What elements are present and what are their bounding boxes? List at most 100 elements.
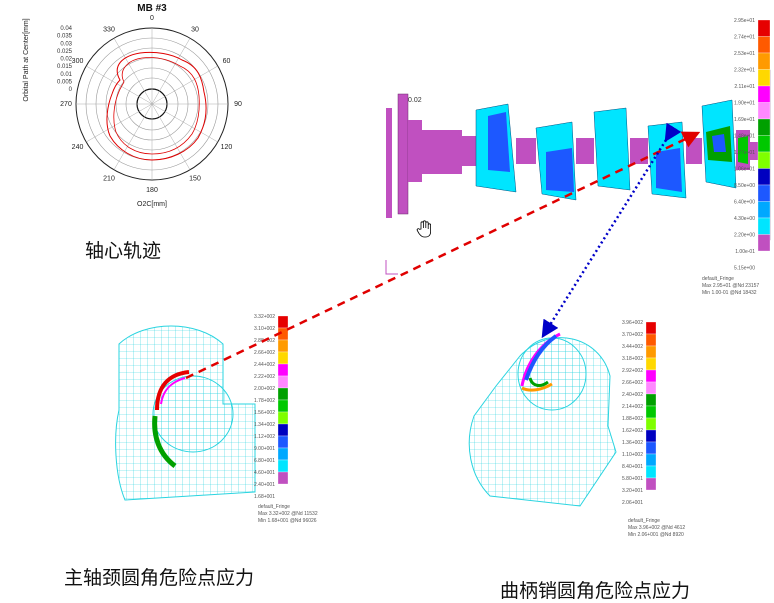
polar-angle-label: 30 bbox=[191, 27, 199, 34]
polar-angle-label: 300 bbox=[72, 58, 84, 65]
legend-value: 1.12+002 bbox=[254, 434, 275, 440]
polar-spoke bbox=[113, 38, 153, 105]
crank-corner-label: 0.02 bbox=[408, 97, 422, 104]
polar-xlabel: O2C[mm] bbox=[137, 201, 167, 208]
legend-value: 8.40+001 bbox=[622, 464, 643, 470]
main-journal-model bbox=[115, 325, 256, 501]
polar-spoke bbox=[151, 103, 191, 170]
legend-value: 1.88+002 bbox=[622, 416, 643, 422]
legend-value: 1.27e+01 bbox=[734, 150, 755, 156]
main-legend-scale: 3.32+0023.10+0022.88+0022.66+0022.44+002… bbox=[254, 314, 318, 524]
orbit-path-outer bbox=[106, 51, 207, 161]
polar-radial-tick: 0.025 bbox=[57, 49, 73, 55]
legend-value: 4.30e+00 bbox=[734, 216, 755, 222]
polar-ylabel: Orbital Path at Center[mm] bbox=[23, 18, 30, 101]
polar-angle-label: 0 bbox=[150, 15, 154, 22]
legend-value: 2.66+002 bbox=[622, 380, 643, 386]
legend-value: 2.11e+01 bbox=[734, 84, 755, 90]
caption-pin-fillet: 曲柄销圆角危险点应力 bbox=[500, 580, 691, 602]
polar-spokes bbox=[76, 28, 228, 180]
hand-cursor-icon bbox=[416, 220, 431, 238]
legend-value: 8.50e+00 bbox=[734, 183, 755, 189]
crank-pin-model bbox=[468, 332, 617, 507]
legend-value: 1.36+002 bbox=[622, 440, 643, 446]
polar-spoke bbox=[113, 103, 153, 170]
polar-angle-label: 90 bbox=[234, 101, 242, 108]
legend-value: 3.10+002 bbox=[254, 326, 275, 332]
orbit-path-inner bbox=[113, 57, 200, 155]
polar-angle-label: 270 bbox=[60, 101, 72, 108]
axis-triad bbox=[385, 260, 398, 275]
legend-value: 9.00+001 bbox=[254, 446, 275, 452]
legend-value: 2.22+002 bbox=[254, 374, 275, 380]
arrow-main-journal bbox=[185, 131, 701, 380]
polar-spoke bbox=[151, 103, 218, 143]
crank-legend: 2.95e+01 2.74e+01 2.53e+01 2.32e+01 2.11e+01… bbox=[700, 14, 774, 300]
polar-radial-tick: 0.035 bbox=[57, 34, 73, 40]
caption-main-fillet: 主轴颈圆角危险点应力 bbox=[64, 567, 255, 589]
legend-value: 5.80+001 bbox=[622, 476, 643, 482]
crank-flange-left bbox=[386, 108, 392, 218]
legend-value: 1.10+002 bbox=[622, 452, 643, 458]
crank-nose bbox=[408, 120, 422, 182]
crank-legend-scale: 2.95e+01 2.74e+01 2.53e+01 2.32e+01 2.11e+01… bbox=[702, 18, 771, 296]
legend-value: 1.90e+01 bbox=[734, 101, 755, 107]
legend-value: 3.20+001 bbox=[622, 488, 643, 494]
legend-value: 1.34+002 bbox=[254, 422, 275, 428]
legend-value: 2.20e+00 bbox=[734, 233, 755, 239]
polar-radial-tick: 0 bbox=[69, 87, 73, 93]
polar-angle-label: 210 bbox=[103, 175, 115, 182]
legend-value: 2.95e+01 bbox=[734, 18, 755, 24]
legend-value: 3.32+002 bbox=[254, 314, 275, 320]
crank-shaft-front bbox=[422, 130, 462, 174]
polar-radial-tick: 0.005 bbox=[57, 79, 73, 85]
legend-value: 4.60+001 bbox=[254, 470, 275, 476]
legend-swatch bbox=[757, 234, 771, 252]
legend-value: 3.44+002 bbox=[622, 344, 643, 350]
legend-value: 2.92+002 bbox=[622, 368, 643, 374]
polar-angle-label: 60 bbox=[223, 58, 231, 65]
legend-value: 2.40+002 bbox=[622, 392, 643, 398]
polar-radial-tick: 0.04 bbox=[60, 26, 72, 32]
main-journal-legend: 3.32+0023.10+0022.88+0022.66+0022.44+002… bbox=[254, 310, 324, 528]
main-fillet-green-band bbox=[152, 415, 177, 468]
legend-value: 1.48e+01 bbox=[734, 134, 755, 140]
legend-footer-line: Max 3.32+002 @Nd 11532 bbox=[258, 511, 318, 517]
polar-spoke bbox=[86, 65, 153, 105]
polar-radial-tick: 0.02 bbox=[60, 57, 72, 63]
legend-value: 6.80+001 bbox=[254, 458, 275, 464]
legend-value: 2.53e+01 bbox=[734, 51, 755, 57]
legend-swatch bbox=[645, 477, 657, 491]
legend-footer-line: Min 1.68+001 @Nd 96026 bbox=[258, 518, 317, 524]
legend-value: 2.40+001 bbox=[254, 482, 275, 488]
pin-fillet-green-band bbox=[528, 377, 549, 387]
legend-value: 3.18+002 bbox=[622, 356, 643, 362]
polar-spoke bbox=[151, 38, 191, 105]
legend-value: 6.40e+00 bbox=[734, 200, 755, 206]
legend-footer-line: default_Fringe bbox=[702, 276, 734, 282]
legend-footer-line: default_Fringe bbox=[258, 504, 290, 510]
polar-angle-label: 150 bbox=[189, 175, 201, 182]
legend-value: 2.00+002 bbox=[254, 386, 275, 392]
legend-value: 2.14+002 bbox=[622, 404, 643, 410]
legend-footer-line: Min 2.06+001 @Nd 8920 bbox=[628, 532, 684, 538]
polar-radial-tick: 0.015 bbox=[57, 64, 73, 70]
legend-footer-line: Min 1.00-01 @Nd 18432 bbox=[702, 290, 757, 296]
legend-value: 1.68+001 bbox=[254, 494, 275, 500]
legend-value: 2.74e+01 bbox=[734, 35, 755, 41]
polar-spoke bbox=[151, 65, 218, 105]
polar-spoke bbox=[86, 103, 153, 143]
legend-value: 1.69e+01 bbox=[734, 117, 755, 123]
polar-angle-label: 180 bbox=[146, 187, 158, 194]
pin-fillet-hotspot bbox=[521, 382, 553, 392]
legend-value: 1.00e-01 bbox=[735, 249, 755, 255]
legend-value: 2.32e+01 bbox=[734, 68, 755, 74]
legend-footer-line: Max 3.96+002 @Nd 4612 bbox=[628, 525, 685, 531]
polar-angle-label: 330 bbox=[103, 27, 115, 34]
legend-value: 1.78+002 bbox=[254, 398, 275, 404]
legend-footer-line: default_Fringe bbox=[628, 518, 660, 524]
